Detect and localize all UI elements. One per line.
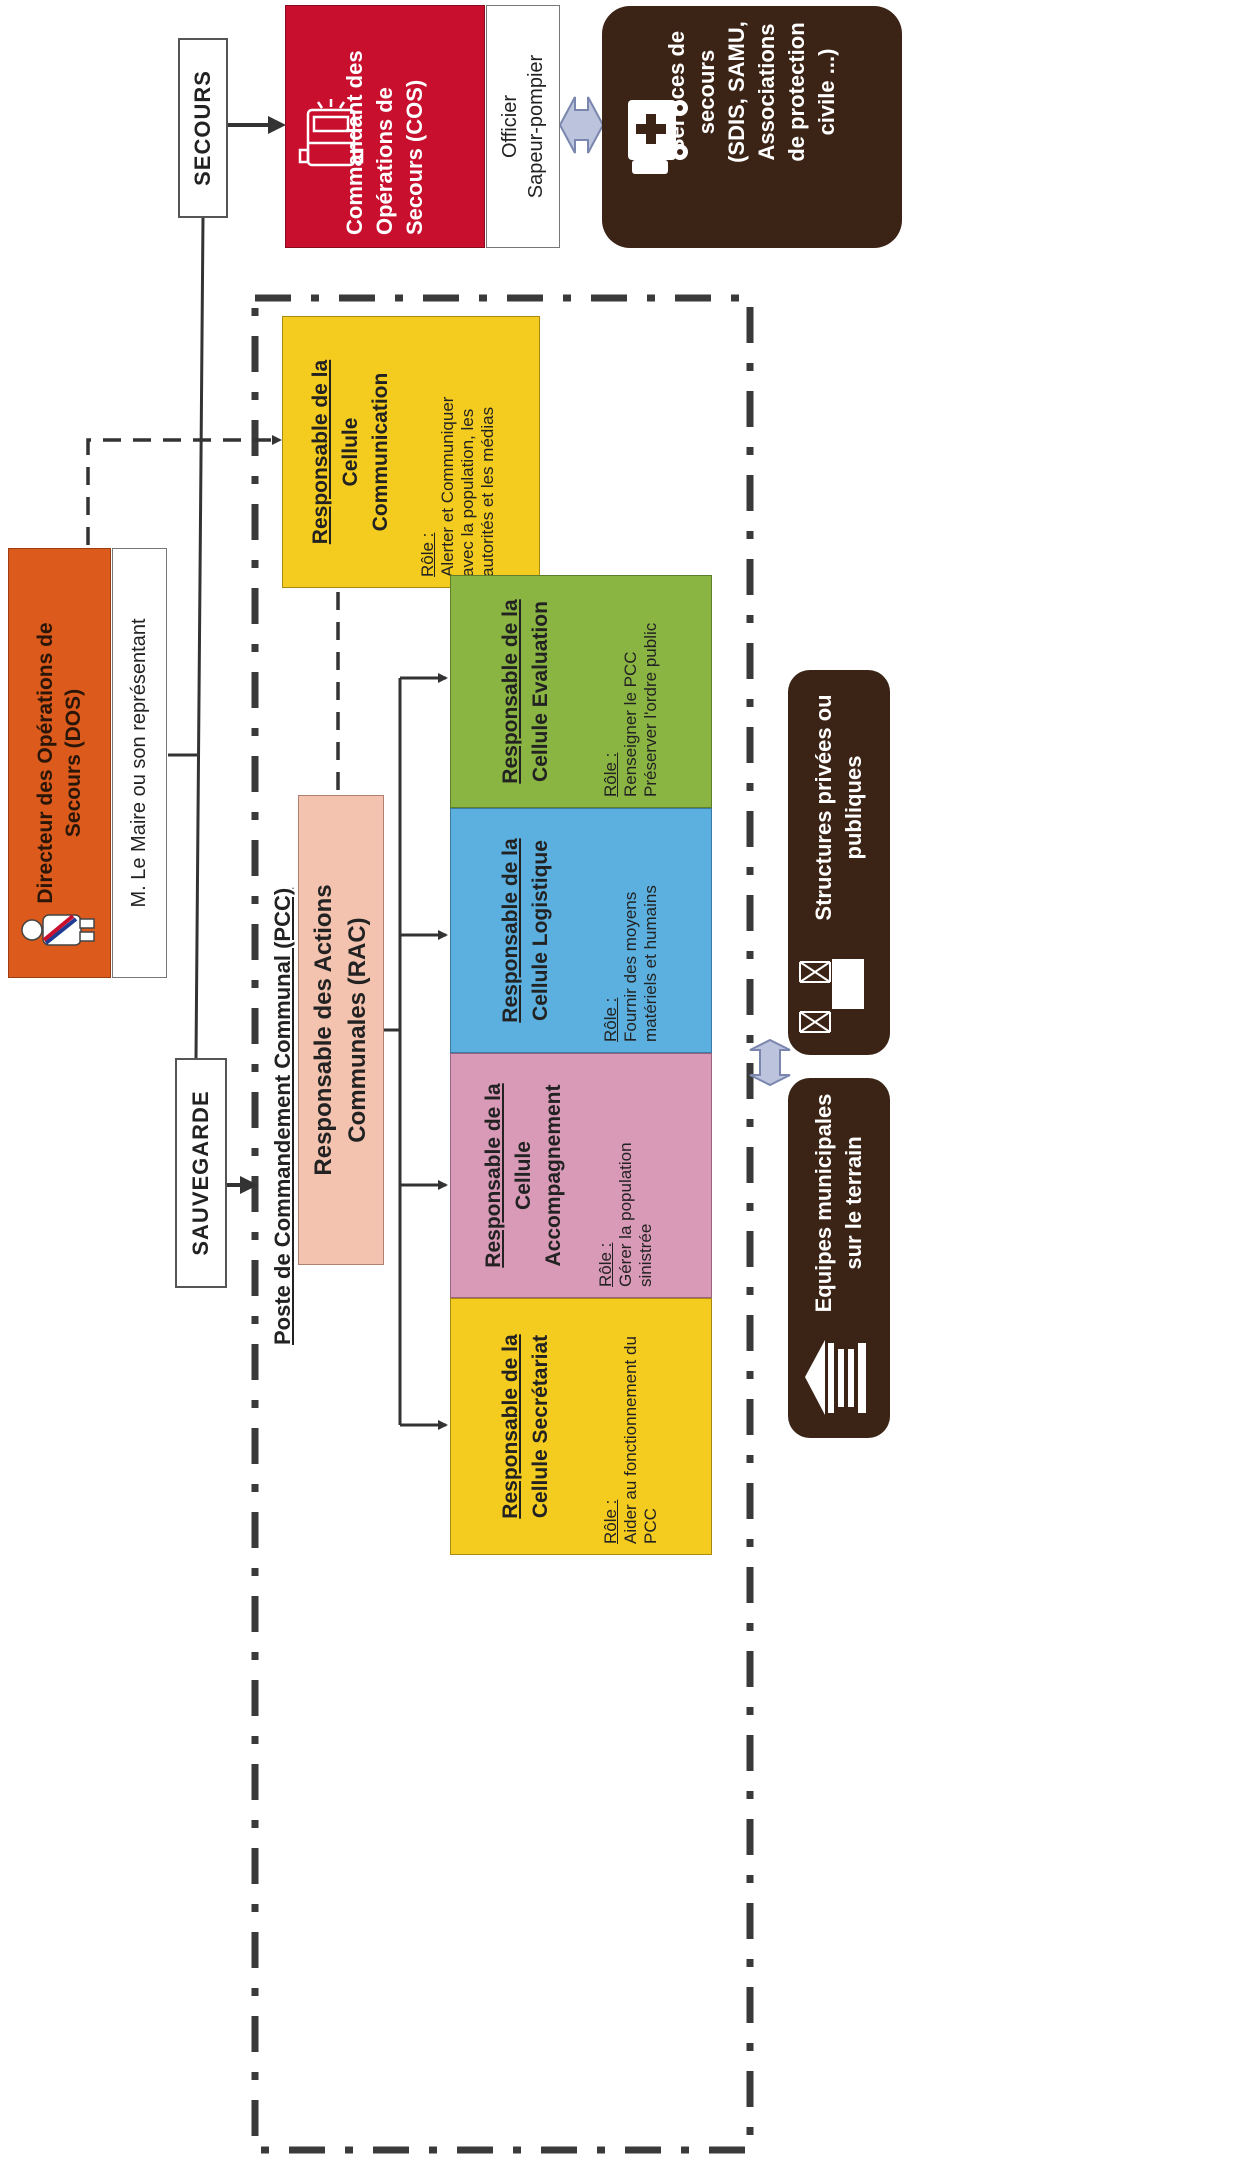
secretariat-title-line-1: Responsable de la [499,1334,522,1519]
communication-role-line-2: avec la population, les [458,408,477,577]
secretariat-role-line-1: Aider au fonctionnement du [621,1336,640,1544]
accompagnement-title-line-3: Accompagnement [541,1084,565,1267]
rac-line-1: Responsable des Actions [310,884,337,1176]
structures-line-2: publiques [841,755,866,860]
services-line-4: Associations [754,23,779,161]
evaluation-role-label: Rôle : [601,752,620,797]
sauvegarde-box: SAUVEGARDE [175,1058,227,1288]
logistique-title-line-1: Responsable de la [499,838,522,1023]
equipes-line-2: sur le terrain [841,1136,866,1270]
services-line-2: secours [694,49,719,135]
rac-box: Responsable des Actions Communales (RAC) [298,795,384,1265]
accompagnement-role-label: Rôle : [596,1242,615,1287]
secretariat-role-label: Rôle : [601,1499,620,1544]
communication-role-line-3: autorités et les médias [478,406,497,577]
accompagnement-title-line-2: Cellule [511,1141,535,1210]
fire-truck-icon [298,99,364,167]
evaluation-role-line-1: Renseigner le PCC [621,651,640,797]
cos-subtitle-line-1: Officier [499,95,521,158]
communication-role-line-1: Alerter et Communiquer [438,396,457,577]
accompagnement-role-line-1: Gérer la population [616,1142,635,1287]
dos-title-line-2: Secours (DOS) [61,688,85,838]
evaluation-box: Responsable de la Cellule Evaluation Rôl… [450,575,712,808]
evaluation-title-line-1: Responsable de la [499,599,522,784]
evaluation-title-line-2: Cellule Evaluation [529,601,552,782]
town-hall-icon [805,1340,866,1415]
accompagnement-box: Responsable de la Cellule Accompagnement… [450,1053,712,1298]
services-line-6: civile ...) [814,48,839,136]
mayor-with-sash-icon [21,914,95,946]
communication-box: Responsable de la Cellule Communication … [282,316,540,588]
secretariat-role-line-2: PCC [641,1508,660,1544]
sauvegarde-label: SAUVEGARDE [188,1090,213,1256]
communication-title-line-2: Cellule [338,417,362,487]
structures-line-1: Structures privées ou [811,694,836,921]
services-line-5: de protection [784,22,809,162]
logistique-box: Responsable de la Cellule Logistique Rôl… [450,808,712,1053]
cos-subtitle-line-2: Sapeur-pompier [525,54,547,199]
logistique-role-label: Rôle : [601,997,620,1042]
industrial-plant-icon [799,959,864,1033]
evaluation-role-line-2: Préserver l'ordre public [641,622,660,797]
cos-title-line-2: Opérations de [372,87,397,235]
pcc-title-text: Poste de Commandement Communal (PCC) [270,887,295,1345]
cos-services-double-arrow [558,96,605,154]
secretariat-title-line-2: Cellule Secrétariat [529,1334,552,1519]
services-line-3: (SDIS, SAMU, [724,21,749,163]
rac-line-2: Communales (RAC) [344,917,371,1143]
cos-subtitle-box: Officier Sapeur-pompier [486,5,560,248]
secretariat-box: Responsable de la Cellule Secrétariat Rô… [450,1298,712,1555]
dos-communication-dashed [86,435,282,545]
communication-title-line-1: Responsable de la [308,359,332,545]
logistique-title-line-2: Cellule Logistique [529,840,552,1021]
dos-subtitle-box: M. Le Maire ou son représentant [112,548,167,978]
secours-label: SECOURS [190,70,215,186]
pcc-title: Poste de Commandement Communal (PCC) [268,815,298,1345]
logistique-role-line-2: matériels et humains [641,885,660,1042]
logistique-role-line-1: Fournir des moyens [621,891,640,1042]
accompagnement-title-line-1: Responsable de la [481,1083,505,1268]
dos-title-line-1: Directeur des Opérations de [33,622,57,904]
secours-box: SECOURS [178,38,228,218]
trunk-line [194,217,205,1059]
accompagnement-role-line-2: sinistrée [636,1223,655,1287]
dos-subtitle: M. Le Maire ou son représentant [128,618,150,908]
communication-role-label: Rôle : [418,532,437,577]
equipes-structures-double-arrow [749,1038,791,1087]
cos-title-line-3: Secours (COS) [402,79,427,235]
ambulance-icon [628,100,688,174]
equipes-line-1: Equipes municipales [811,1093,836,1313]
communication-title-line-3: Communication [368,372,392,532]
